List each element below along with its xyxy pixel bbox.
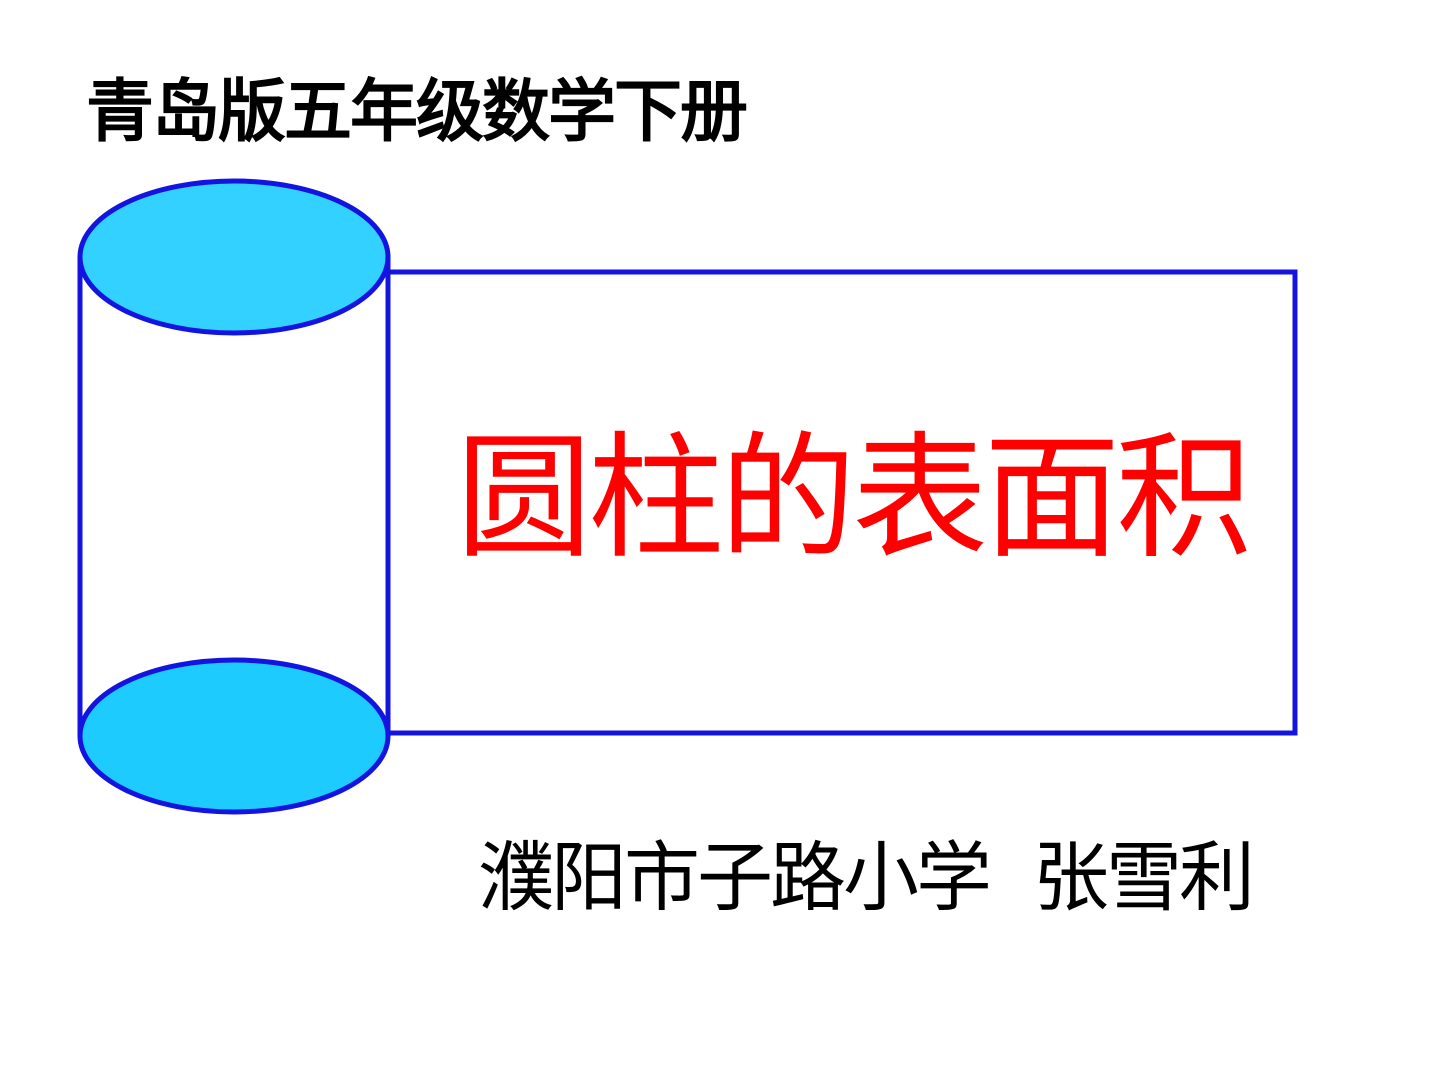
unrolled-rectangle (385, 269, 1298, 736)
series-title: 青岛版五年级数学下册 (86, 73, 748, 152)
author-line: 濮阳市子路小学张雪利 (478, 832, 1255, 923)
author-name: 张雪利 (1033, 833, 1255, 922)
school-name: 濮阳市子路小学 (478, 833, 992, 922)
cylinder-bottom-base (77, 657, 391, 815)
cylinder-top-base (77, 178, 391, 336)
lesson-title: 圆柱的表面积 (456, 420, 1252, 578)
